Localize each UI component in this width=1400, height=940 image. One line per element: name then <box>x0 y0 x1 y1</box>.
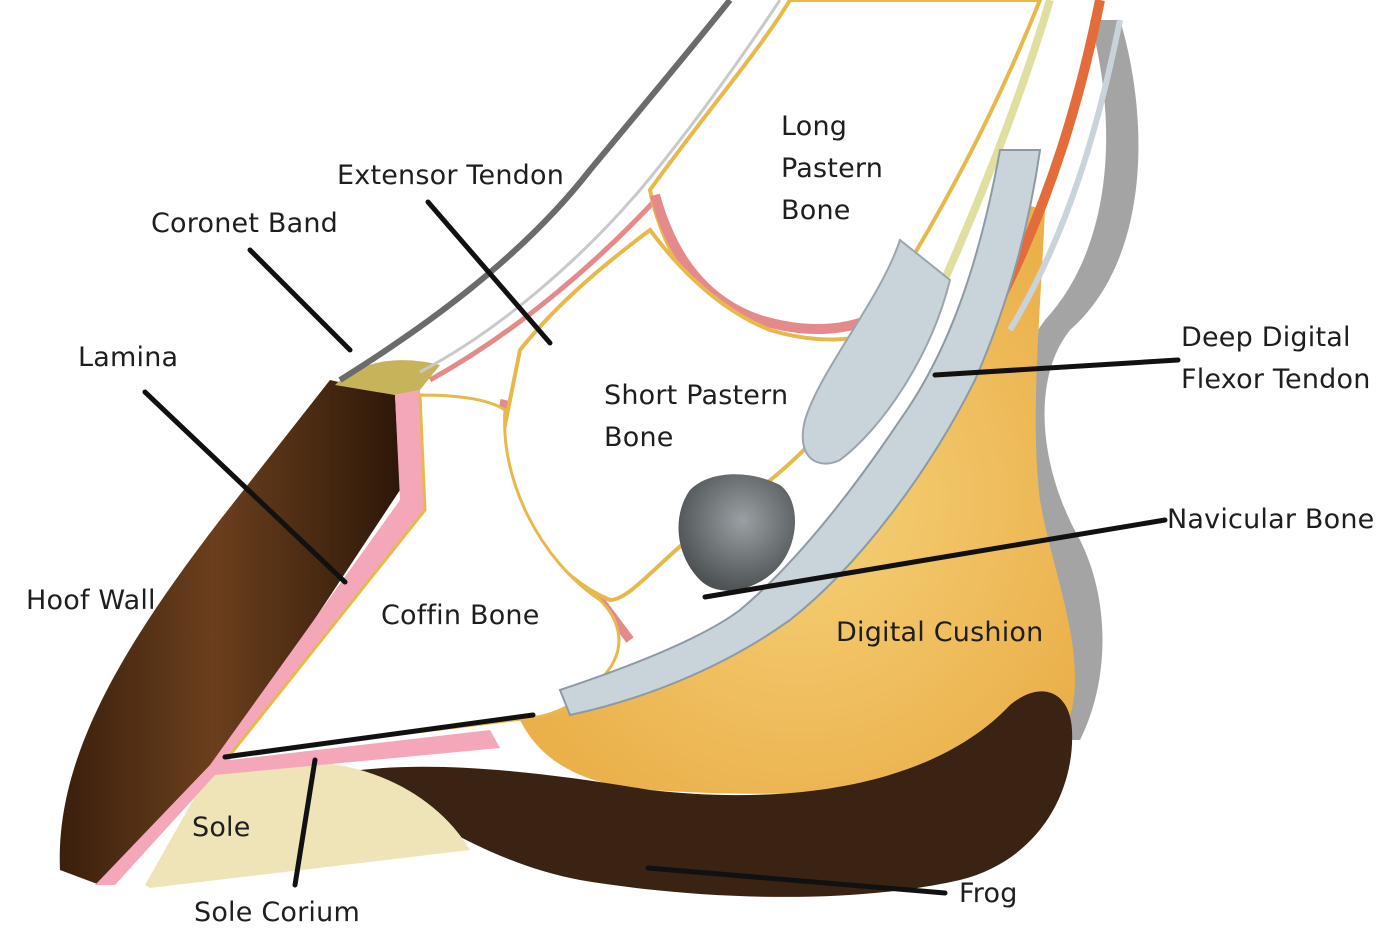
leader-lines <box>142 199 1181 896</box>
leader-coronet-band <box>247 247 353 353</box>
leader-frog <box>645 865 948 896</box>
label-long-pastern-line3: Bone <box>781 195 851 226</box>
pastern-skin <box>338 0 733 383</box>
label-digital-cushion: Digital Cushion <box>836 617 1044 648</box>
lamina-layer <box>95 390 500 885</box>
digital-cushion-region <box>520 200 1075 794</box>
label-coronet-band: Coronet Band <box>151 208 339 239</box>
label-sole-corium: Sole Corium <box>194 897 360 928</box>
label-short-pastern-line1: Short Pastern <box>604 380 789 411</box>
label-navicular-bone: Navicular Bone <box>1167 504 1375 535</box>
label-coffin-bone: Coffin Bone <box>381 600 540 631</box>
label-sole: Sole <box>192 812 251 843</box>
label-frog: Frog <box>959 878 1018 909</box>
heel-hair <box>1010 20 1139 740</box>
label-deep-digital-line2: Flexor Tendon <box>1181 364 1371 395</box>
hoof-wall-region <box>59 380 400 885</box>
label-extensor-tendon: Extensor Tendon <box>337 160 565 191</box>
tendon-sheath <box>801 238 952 465</box>
leader-coffin-bottom <box>222 712 536 760</box>
deep-digital-flexor-tendon <box>558 149 1042 717</box>
sole-region <box>145 762 470 888</box>
pastern-joint <box>650 193 883 335</box>
leader-lamina <box>142 389 348 585</box>
label-lamina: Lamina <box>78 342 179 373</box>
label-long-pastern-line1: Long <box>781 111 848 142</box>
leader-sole-corium <box>292 757 318 888</box>
label-long-pastern-line2: Pastern <box>781 153 884 184</box>
leader-deep-digital <box>932 357 1181 378</box>
frog-region <box>360 691 1073 897</box>
leader-navicular <box>702 517 1168 600</box>
label-deep-digital-line1: Deep Digital <box>1181 322 1351 353</box>
label-short-pastern-line2: Bone <box>604 422 674 453</box>
label-hoof-wall: Hoof Wall <box>26 585 156 616</box>
navicular-bone-shape <box>678 474 795 591</box>
leader-extensor-tendon <box>425 199 553 346</box>
